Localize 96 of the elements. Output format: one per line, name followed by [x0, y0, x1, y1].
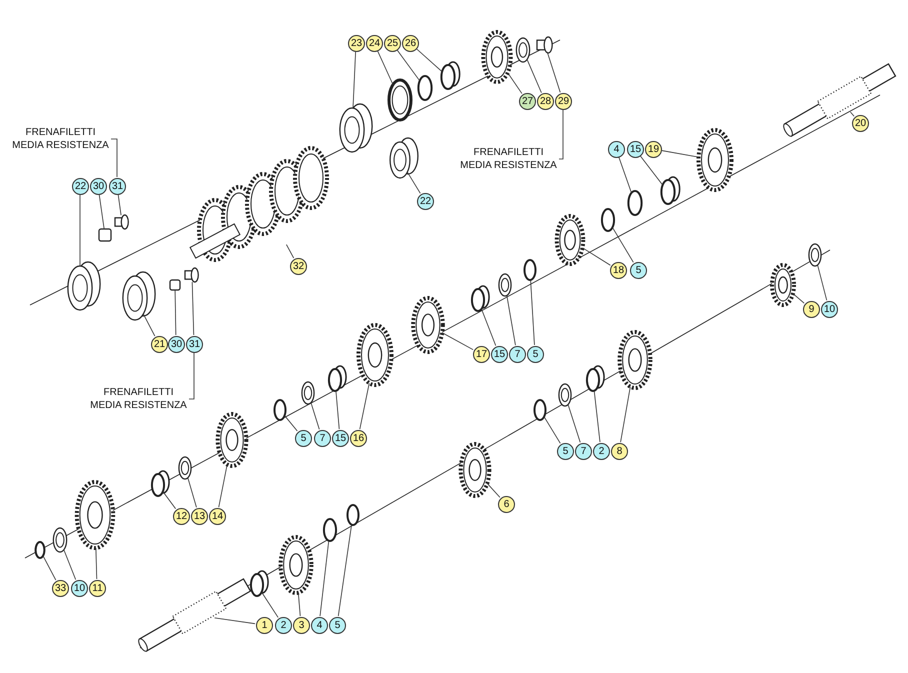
- leader-line: [546, 52, 561, 93]
- callout-number: 6: [498, 496, 515, 513]
- leader-line: [63, 549, 76, 580]
- leader-line: [336, 390, 340, 430]
- callout-number: 9: [803, 301, 820, 318]
- callout-number: 17: [473, 346, 490, 363]
- leader-line: [98, 194, 105, 230]
- leader-line: [618, 157, 632, 194]
- callout-number: 33: [52, 580, 69, 597]
- callout-number: 5: [557, 443, 574, 460]
- leader-line: [817, 264, 828, 301]
- leader-line: [582, 247, 611, 266]
- callout-number: 28: [537, 93, 554, 110]
- callout-number: 15: [627, 141, 644, 158]
- leader-line: [377, 50, 394, 85]
- leader-line: [192, 282, 194, 336]
- leader-line: [416, 48, 442, 72]
- callout-number: 15: [491, 346, 508, 363]
- callout-number: 13: [191, 508, 208, 525]
- callout-number: 5: [527, 346, 544, 363]
- callout-number: 18: [610, 262, 627, 279]
- leader-line: [214, 617, 256, 624]
- callout-number: 30: [168, 336, 185, 353]
- leader-line: [442, 332, 474, 350]
- leader-line: [320, 540, 330, 616]
- callout-number: 15: [332, 430, 349, 447]
- leader-line: [594, 390, 600, 442]
- callout-number: 7: [509, 346, 526, 363]
- leader-line: [568, 404, 581, 443]
- leader-line: [486, 483, 500, 498]
- callout-number: 3: [293, 617, 310, 634]
- callout-number: 25: [384, 35, 401, 52]
- callout-number: 7: [314, 430, 331, 447]
- leader-line: [187, 477, 197, 508]
- callout-number: 4: [608, 141, 625, 158]
- callout-number: 4: [311, 617, 328, 634]
- callout-number: 1: [256, 617, 273, 634]
- leader-line: [640, 156, 664, 186]
- leader-line: [174, 290, 176, 336]
- callout-number: 20: [852, 115, 869, 132]
- leader-line: [792, 293, 805, 304]
- callout-number: 2: [275, 617, 292, 634]
- leader-line: [284, 415, 298, 432]
- leader-line: [481, 308, 496, 346]
- callout-number: 16: [350, 430, 367, 447]
- callout-number: 23: [348, 35, 365, 52]
- callout-number: 11: [89, 580, 106, 597]
- callout-number: 22: [72, 178, 89, 195]
- callout-number: 19: [645, 141, 662, 158]
- leader-line: [661, 150, 699, 158]
- leader-line: [544, 416, 561, 444]
- leader-line: [261, 592, 278, 618]
- leader-line: [620, 386, 631, 443]
- leader-line: [530, 280, 535, 346]
- callout-number: 8: [611, 443, 628, 460]
- leader-line: [396, 50, 420, 82]
- leader-line: [142, 314, 156, 336]
- leader-line: [406, 172, 421, 194]
- leader-line: [338, 524, 352, 616]
- leader-line: [162, 491, 176, 510]
- callout-number: 5: [295, 430, 312, 447]
- callout-number: 24: [366, 35, 383, 52]
- leader-line: [110, 138, 118, 178]
- callout-number: 2: [593, 443, 610, 460]
- leader-line: [218, 464, 228, 508]
- callout-number: 22: [417, 193, 434, 210]
- leader-line: [507, 72, 522, 94]
- leader-line: [118, 194, 122, 216]
- callout-number: 14: [209, 508, 226, 525]
- callout-number: 31: [186, 336, 203, 353]
- leader-line: [310, 402, 320, 430]
- leader-line: [352, 52, 356, 108]
- callout-number: 32: [290, 258, 307, 275]
- leader-line: [286, 244, 294, 258]
- leader-line: [612, 227, 634, 263]
- callout-number: 27: [519, 93, 536, 110]
- leader-line: [506, 295, 516, 346]
- callout-number: 5: [329, 617, 346, 634]
- leader-line: [850, 112, 854, 117]
- callout-number: 10: [821, 301, 838, 318]
- leader-line: [96, 548, 98, 580]
- leader-line: [42, 555, 56, 580]
- callout-number: 21: [151, 336, 168, 353]
- callout-number: 30: [90, 178, 107, 195]
- leader-line: [558, 110, 564, 160]
- leader-line: [526, 59, 542, 94]
- leader-line: [298, 592, 301, 616]
- callout-number: 12: [173, 508, 190, 525]
- callout-number: 26: [402, 35, 419, 52]
- leader-line: [359, 382, 370, 430]
- callout-number: 10: [71, 580, 88, 597]
- leader-line: [188, 352, 194, 400]
- callout-number: 31: [109, 178, 126, 195]
- callout-number: 29: [555, 93, 572, 110]
- callout-number: 5: [630, 262, 647, 279]
- callout-number: 7: [575, 443, 592, 460]
